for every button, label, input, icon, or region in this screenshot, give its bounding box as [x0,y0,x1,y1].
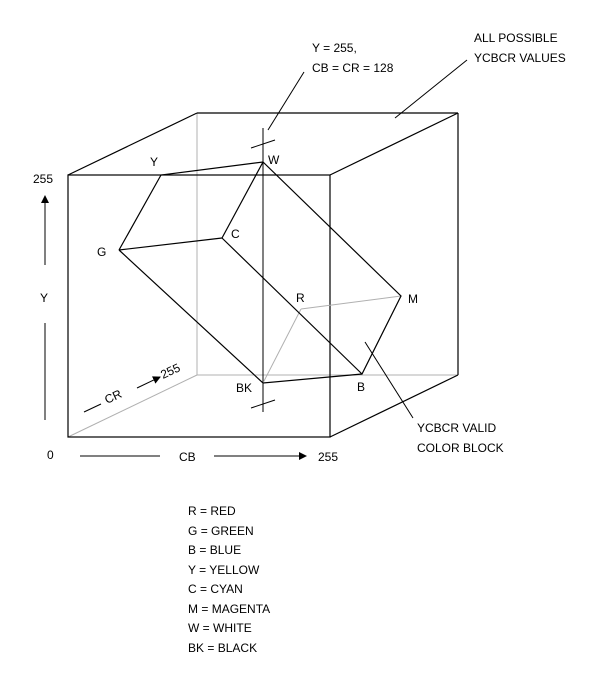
top-tick-mark [250,139,276,149]
valid-block-callout-line-2: COLOR BLOCK [417,441,504,455]
all-values-callout-line-2: YCBCR VALUES [474,51,566,65]
outer-cube-hidden-edges [67,113,458,438]
cr-axis-label: CR [102,387,124,407]
all-values-callout-line-1: ALL POSSIBLE [474,31,558,45]
legend-item: BK = BLACK [188,640,258,655]
cr-axis-arrow [136,376,161,389]
cb-axis-label: CB [179,450,196,464]
valid-block-callout-line-1: YCBCR VALID [417,421,496,435]
vertex-label-white: W [268,153,280,167]
outer-cube [67,112,459,438]
y-axis-max-label: 255 [33,172,53,186]
vertex-label-magenta: M [408,292,418,306]
legend-item: W = WHITE [188,621,252,635]
valid-block-hidden-edges [262,295,402,384]
white-point-leader-line [267,71,305,131]
legend-item: C = CYAN [188,582,243,596]
vertex-label-blue: B [357,380,365,394]
vertex-label-yellow: Y [150,155,158,169]
color-legend: R = RED G = GREEN B = BLUE Y = YELLOW C … [188,502,270,658]
bottom-tick-mark [250,399,276,409]
vertex-label-green: G [97,245,106,259]
cb-axis-max-label: 255 [318,450,338,464]
valid-block-leader-line [364,341,414,419]
all-values-leader-line [394,59,468,119]
legend-item: B = BLUE [188,543,242,557]
valid-color-block [118,161,402,384]
legend-item: M = MAGENTA [188,601,271,616]
white-point-callout-line-2: CB = CR = 128 [312,61,394,75]
cr-axis-max-label: 255 [158,360,182,381]
cr-axis-left-line [83,403,102,413]
vertex-label-cyan: C [231,227,240,241]
vertex-label-black: BK [236,381,252,395]
white-point-callout-line-1: Y = 255, [312,41,357,55]
legend-item: Y = YELLOW [188,562,260,577]
legend-item: G = GREEN [188,523,254,538]
vertex-label-red: R [296,291,305,305]
y-axis-label: Y [40,291,48,305]
origin-label: 0 [47,448,54,462]
legend-item: R = RED [188,504,236,518]
